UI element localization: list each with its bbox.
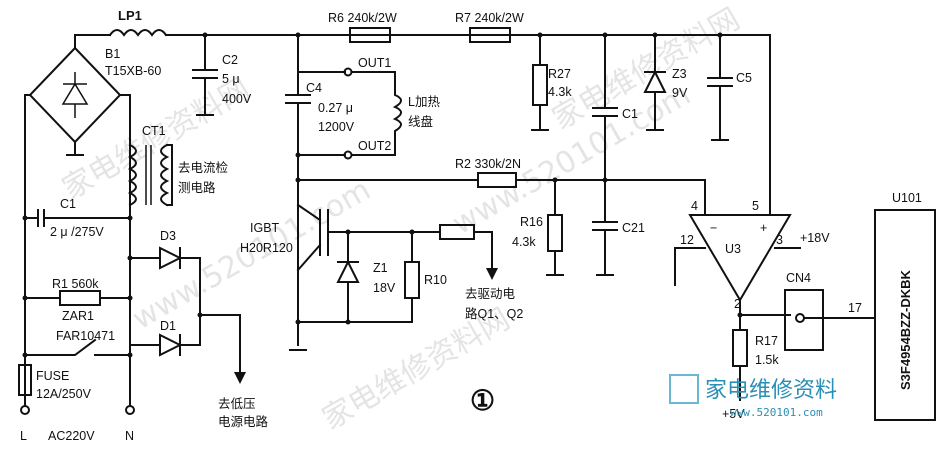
fuse (18, 364, 32, 396)
label-plus: + (760, 221, 767, 235)
connector-cn4 (784, 289, 824, 351)
label-far: FAR10471 (56, 329, 115, 343)
label-minus: − (710, 221, 717, 235)
label-coil: L加热 (408, 95, 440, 109)
label-ac: AC220V (48, 429, 95, 443)
diode-d1 (159, 333, 183, 357)
label-drive2: 路Q1、Q2 (465, 306, 523, 321)
label-c1-left: C1 (60, 197, 76, 211)
label-zar1: ZAR1 (62, 309, 94, 323)
label-plus5: +5V (722, 407, 745, 421)
label-r10: R10 (424, 273, 447, 287)
label-cn4: CN4 (786, 271, 811, 285)
label-r2: R2 330k/2N (455, 157, 521, 171)
label-out1: OUT1 (358, 56, 391, 70)
label-r17: R17 (755, 334, 778, 348)
label-low-v: 去低压 (218, 397, 256, 411)
figure-number: ① (470, 385, 495, 416)
resistor-r10 (404, 261, 420, 299)
label-term-n: N (125, 429, 134, 443)
label-fuse-val: 12A/250V (36, 387, 92, 401)
label-drive: 去驱动电 (465, 287, 516, 301)
label-d1: D1 (160, 319, 176, 333)
logo-text: 家电维修资料 (705, 378, 837, 403)
label-term-l: L (20, 429, 27, 443)
igbt (296, 203, 441, 272)
label-pin17: 17 (848, 301, 862, 315)
label-r27: R27 (548, 67, 571, 81)
label-r27-val: 4.3k (548, 85, 572, 99)
label-igbt: IGBT (250, 221, 280, 235)
label-lp1: LP1 (118, 8, 142, 23)
resistor-r17 (732, 329, 748, 367)
label-pin3: 3 (776, 233, 783, 247)
resistor-r16 (547, 214, 563, 252)
label-c2-v: 400V (222, 92, 252, 106)
label-d3: D3 (160, 229, 176, 243)
label-c2: C2 (222, 53, 238, 67)
label-r1: R1 560k (52, 277, 99, 291)
label-z1-val: 18V (373, 281, 396, 295)
label-c4-val: 0.27 μ (318, 101, 353, 115)
label-r16: R16 (520, 215, 543, 229)
capacitor-c1-left (24, 209, 131, 227)
terminal-l (20, 405, 30, 415)
label-low-v2: 电源电路 (218, 414, 269, 429)
label-igbt-part: H20R120 (240, 241, 293, 255)
label-ct-dest2: 测电路 (178, 180, 216, 195)
resistor-r27 (532, 64, 548, 106)
comparator-u3 (688, 214, 792, 302)
label-c1-left-val: 2 μ /275V (50, 225, 104, 239)
resistor-r1 (59, 290, 101, 306)
label-b1: B1 (105, 47, 120, 61)
label-pin2: 2 (734, 297, 741, 311)
label-z3: Z3 (672, 67, 687, 81)
label-plus18: +18V (800, 231, 830, 245)
label-c4: C4 (306, 81, 322, 95)
resistor-r6 (349, 27, 391, 43)
label-pin4: 4 (691, 199, 698, 213)
capacitor-c2 (192, 34, 218, 116)
bridge-rectifier-b1 (28, 46, 122, 156)
zener-z1 (336, 259, 360, 283)
label-z1: Z1 (373, 261, 388, 275)
label-fuse: FUSE (36, 369, 69, 383)
label-c4-v: 1200V (318, 120, 355, 134)
label-pin12: 12 (680, 233, 694, 247)
label-c1-top: C1 (622, 107, 638, 121)
label-r6: R6 240k/2W (328, 11, 397, 25)
label-pin5: 5 (752, 199, 759, 213)
label-c2-val: 5 μ (222, 72, 240, 86)
label-z3-val: 9V (672, 86, 688, 100)
label-r17-val: 1.5k (755, 353, 779, 367)
label-coil2: 线盘 (408, 114, 433, 129)
capacitor-c4 (285, 94, 311, 104)
label-out2: OUT2 (358, 139, 391, 153)
site-logo: 家电维修资料 www.520101.com (669, 374, 837, 419)
current-transformer-ct1 (127, 143, 173, 207)
label-r7: R7 240k/2W (455, 11, 524, 25)
label-r16-val: 4.3k (512, 235, 536, 249)
label-b1-part: T15XB-60 (105, 64, 161, 78)
label-ct-dest: 去电流检 (178, 160, 229, 175)
resistor-r7 (469, 27, 511, 43)
inductor-lp1 (108, 29, 168, 37)
label-ct1: CT1 (142, 124, 166, 138)
label-c5: C5 (736, 71, 752, 85)
diode-d3 (159, 246, 183, 270)
chip-u101 (874, 209, 936, 421)
label-u3: U3 (725, 242, 741, 256)
logo-site: www.520101.com (730, 406, 823, 419)
labels: LP1 B1 T15XB-60 C2 5 μ 400V R6 240k/2W R… (20, 8, 922, 443)
label-u101: U101 (892, 191, 922, 205)
label-chip: S3F4954BZZ-DKBK (898, 269, 913, 390)
heating-coil (351, 71, 402, 156)
varistor-zar1 (54, 338, 97, 356)
terminal-n (125, 405, 135, 415)
label-c21: C21 (622, 221, 645, 235)
